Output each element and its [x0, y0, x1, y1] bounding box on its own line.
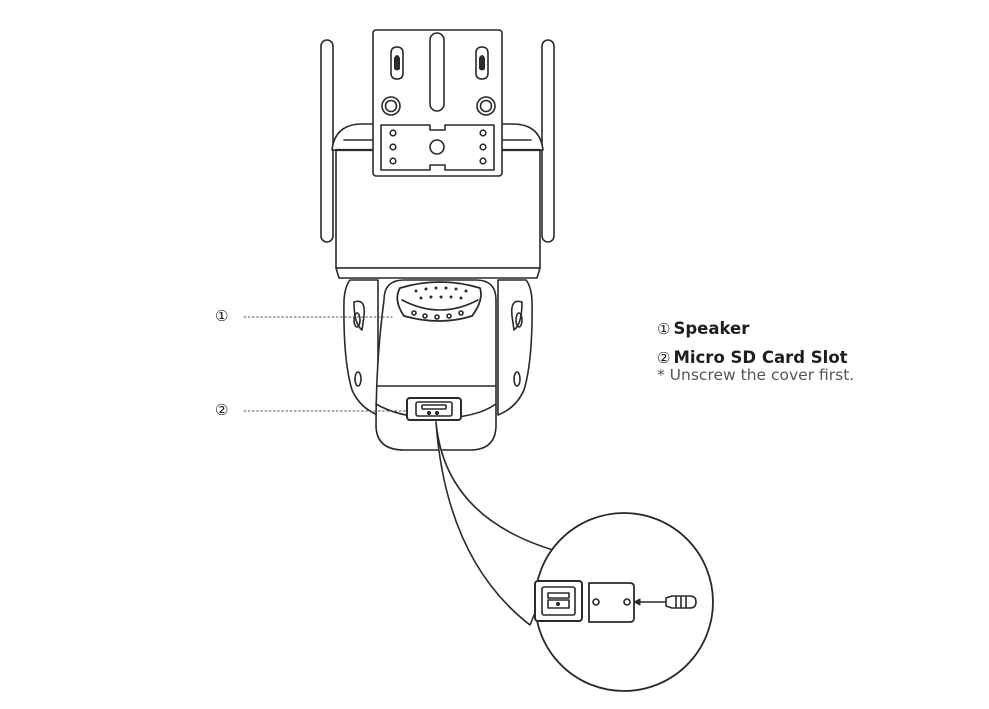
- right-antenna: [541, 39, 555, 243]
- screwdriver-icon: [633, 595, 697, 609]
- marker-2: ②: [215, 401, 229, 419]
- legend-label-speaker: Speaker: [673, 319, 750, 338]
- left-antenna: [320, 39, 334, 243]
- legend-number-2: ②: [657, 349, 671, 367]
- speaker-grille: [396, 281, 482, 322]
- left-side-shell: [343, 279, 379, 416]
- legend-label-sd-slot: Micro SD Card Slot: [673, 348, 848, 367]
- sd-slot-cover: [406, 397, 462, 421]
- mounting-plate: [372, 29, 503, 177]
- legend-note: * Unscrew the cover first.: [657, 366, 855, 384]
- right-side-shell: [497, 279, 533, 416]
- marker-1: ①: [215, 307, 229, 325]
- legend-number-1: ①: [657, 320, 671, 338]
- zoomed-sd-slot: [534, 580, 583, 622]
- zoom-callout-tail: [435, 421, 561, 626]
- zoomed-cover-plate: [588, 582, 635, 623]
